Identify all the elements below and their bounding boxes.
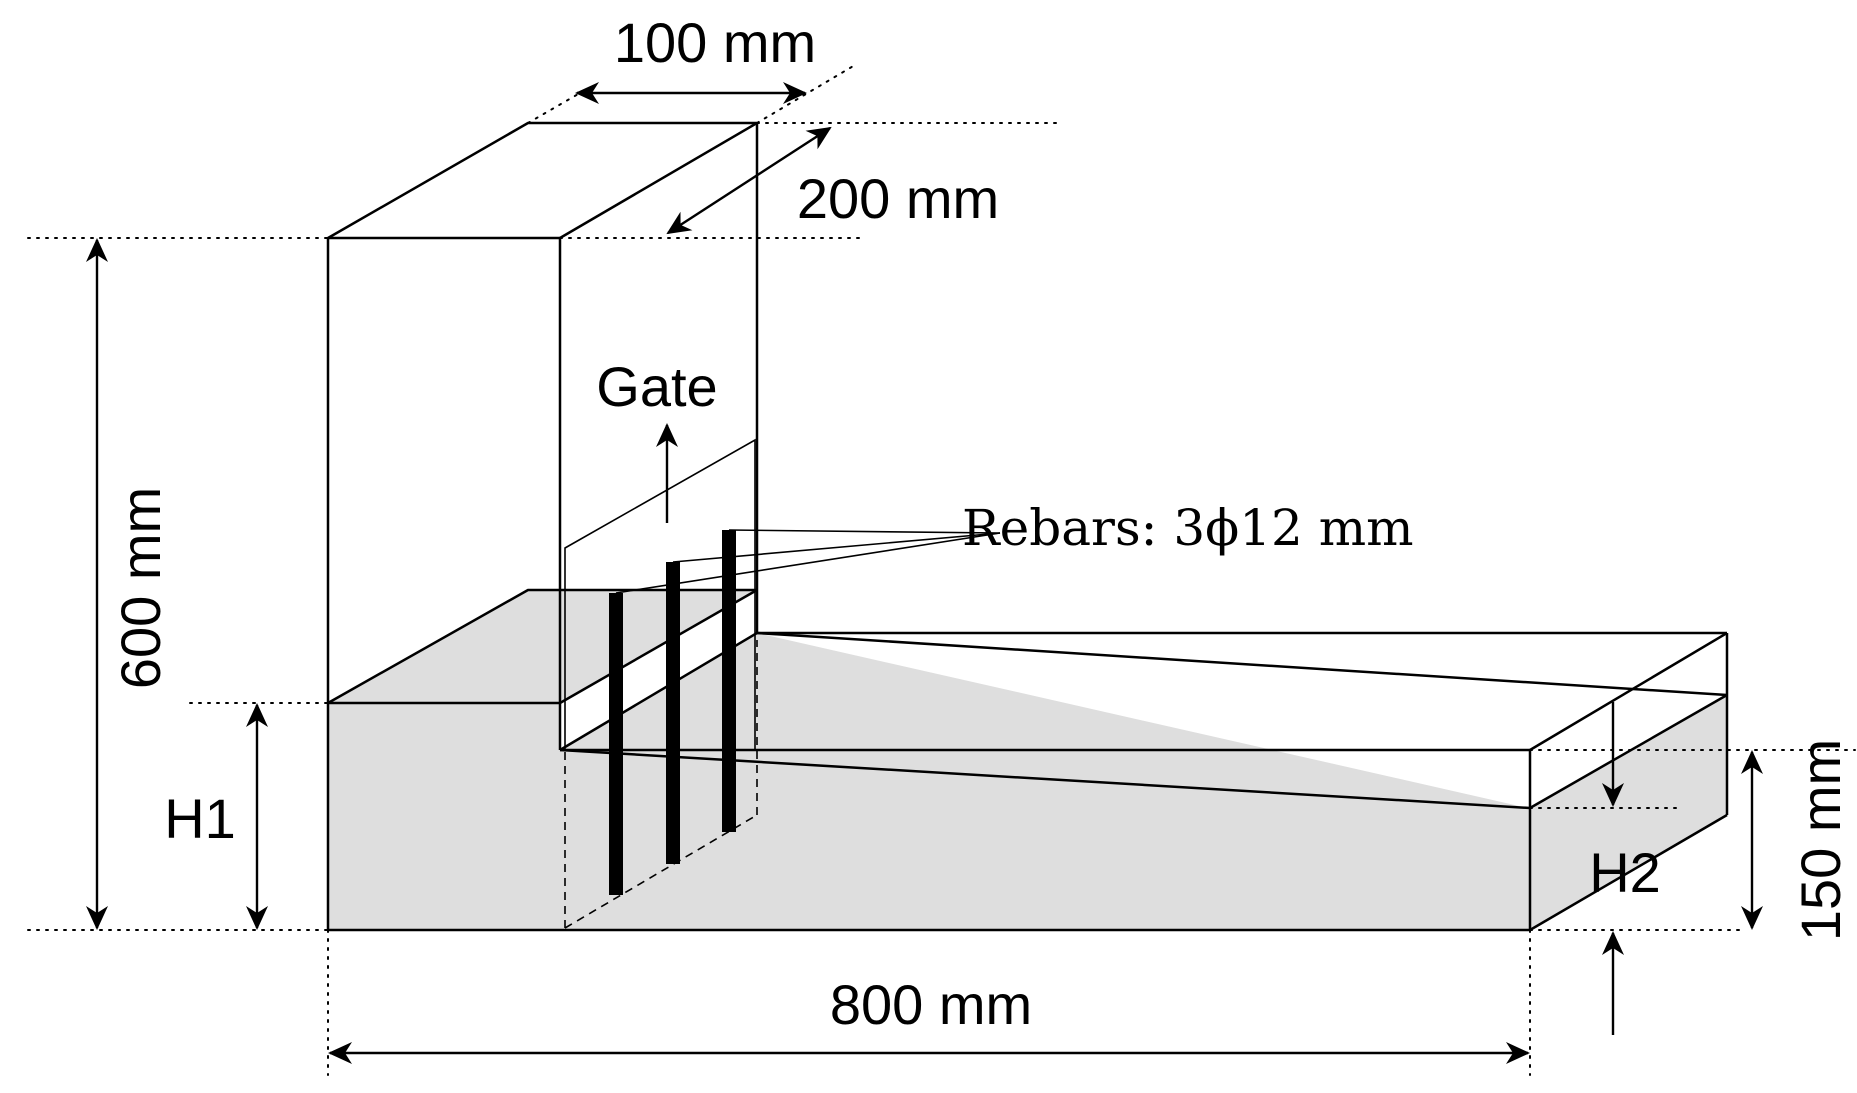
height-total-label: 600 mm [109,487,172,689]
rebar [722,530,736,832]
water-body [328,590,1727,930]
h2-label: H2 [1589,841,1661,904]
gate-plate [564,438,756,751]
labels: 100 mm 200 mm 600 mm Gate Rebars: 3ϕ12 m… [109,11,1852,1036]
h1-label: H1 [164,787,236,850]
depth-label: 200 mm [797,167,999,230]
depth-arrow [666,126,832,235]
hidden-edges [564,640,758,929]
rebar [609,593,623,895]
rebars [609,530,736,895]
rebars-label: Rebars: 3ϕ12 mm [962,499,1414,557]
gate-label: Gate [596,355,717,418]
rebar [666,562,680,864]
height-channel-label: 150 mm [1789,739,1852,941]
downstream-water-surface [559,631,1728,810]
length-label: 800 mm [830,973,1032,1036]
dimension-arrows [86,82,1763,1064]
width-top-label: 100 mm [614,11,816,74]
rebar-leader-lines [615,529,1001,594]
